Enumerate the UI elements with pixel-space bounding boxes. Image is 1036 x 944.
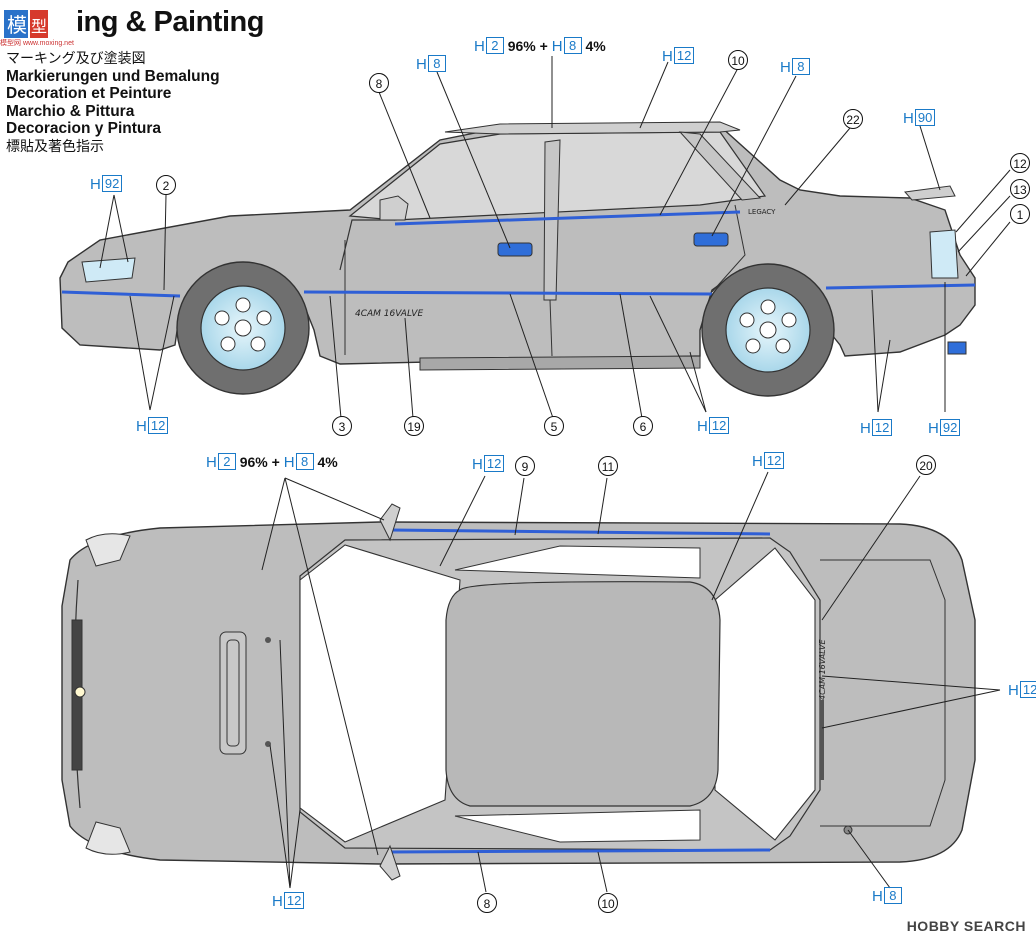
decal-number-10-bottom: 10	[598, 893, 618, 913]
side-view: 4CAM 16VALVE LEGACY	[59, 121, 976, 397]
title-it: Marchio & Pittura	[6, 102, 135, 120]
decal-number-8: 8	[369, 73, 389, 93]
decal-number-13: 13	[1010, 179, 1030, 199]
side-logo-decal: 4CAM 16VALVE	[355, 309, 423, 319]
watermark: HOBBY SEARCH	[906, 918, 1026, 934]
decal-number-5: 5	[544, 416, 564, 436]
page-title: ing & Painting	[76, 6, 264, 38]
svg-text:型: 型	[31, 17, 47, 36]
side-badge-decal: LEGACY	[748, 208, 776, 216]
title-ja: マーキング及び塗装図	[6, 50, 146, 66]
title-zh: 標貼及著色指示	[6, 137, 104, 154]
logo-mark: 模 型	[4, 6, 76, 42]
decal-number-2: 2	[156, 175, 176, 195]
language-titles: マーキング及び塗装図 Markierungen und Bemalung Dec…	[6, 50, 220, 156]
decal-number-6: 6	[633, 416, 653, 436]
rear-wheel	[701, 263, 835, 397]
hood-scoop	[219, 631, 247, 755]
title-de: Markierungen und Bemalung	[6, 67, 220, 85]
decal-number-8-bottom: 8	[477, 893, 497, 913]
front-wheel	[176, 261, 310, 395]
decal-number-12: 12	[1010, 153, 1030, 173]
side-door-handle-rear	[693, 232, 729, 247]
decal-number-1: 1	[1010, 204, 1030, 224]
decal-number-9: 9	[515, 456, 535, 476]
svg-text:模: 模	[7, 13, 27, 37]
side-stripe-lower	[61, 290, 181, 298]
top-view: 4CAM 16VALVE	[61, 503, 976, 881]
decal-number-3: 3	[332, 416, 352, 436]
decal-number-10: 10	[728, 50, 748, 70]
decal-number-22: 22	[843, 109, 863, 129]
decal-number-19: 19	[404, 416, 424, 436]
logo-caption: 模型网 www.moxing.net	[0, 40, 74, 47]
top-roof	[445, 581, 721, 807]
decal-number-11: 11	[598, 456, 618, 476]
title-fr: Decoration et Peinture	[6, 85, 172, 103]
decal-number-20: 20	[916, 455, 936, 475]
side-stripe-upper	[394, 210, 741, 226]
title-es: Decoracion y Pintura	[6, 120, 162, 138]
top-trunk-decal: 4CAM 16VALVE	[818, 638, 827, 700]
side-door-handle-front	[497, 242, 533, 257]
top-leader-lines	[261, 471, 1001, 893]
side-roof-rail	[444, 121, 741, 135]
side-leader-lines	[99, 56, 1011, 419]
